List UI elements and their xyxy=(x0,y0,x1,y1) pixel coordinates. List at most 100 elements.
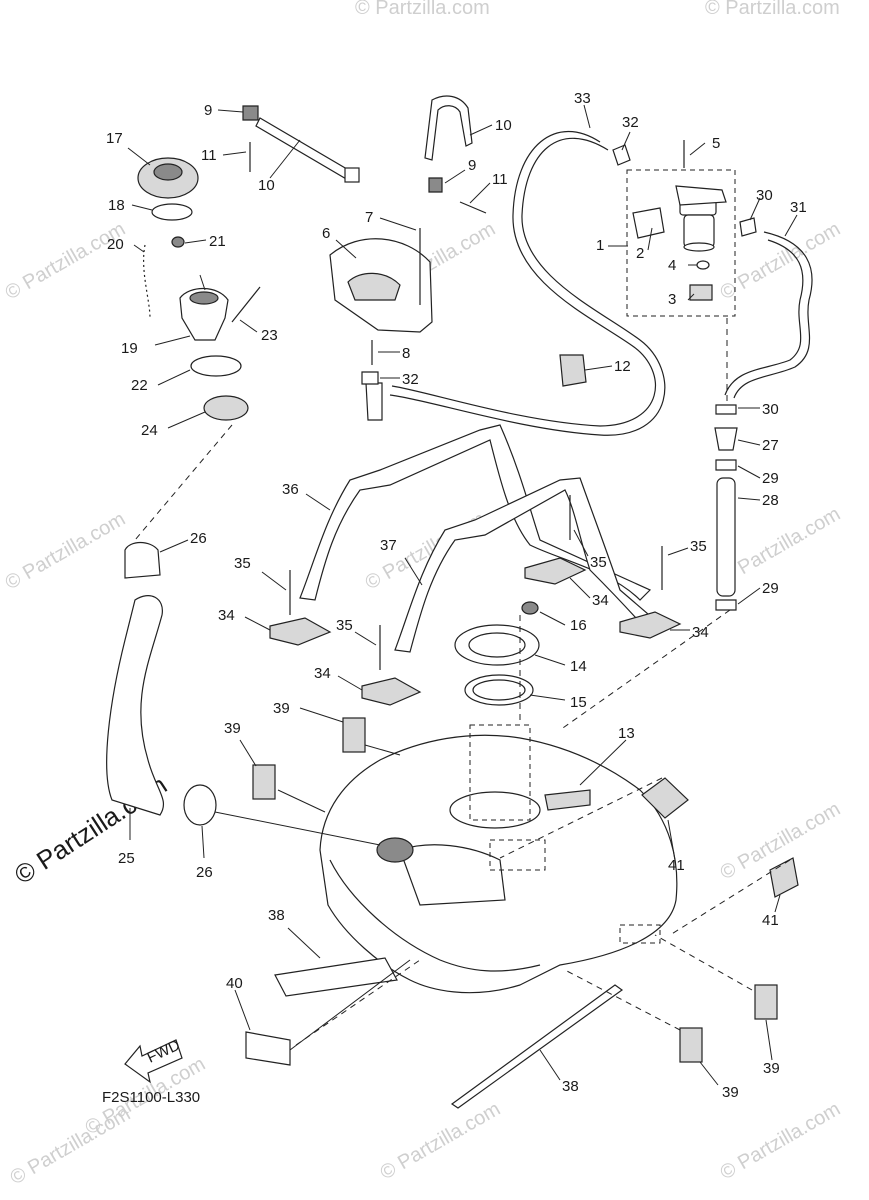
callout-41: 41 xyxy=(762,912,779,929)
callout-11: 11 xyxy=(492,171,508,188)
watermark: © Partzilla.com xyxy=(705,0,840,19)
tank-boss xyxy=(544,789,591,811)
callout-20: 20 xyxy=(107,236,124,253)
callout-34: 34 xyxy=(218,607,235,624)
callout-10: 10 xyxy=(495,117,512,134)
callout-14: 14 xyxy=(570,658,587,675)
o-ring-4-icon xyxy=(696,260,710,270)
cable-tie-10-upper-icon xyxy=(424,95,473,161)
filter-element-3-icon xyxy=(689,284,713,301)
callout-36: 36 xyxy=(282,481,299,498)
clip-9-icon xyxy=(242,105,259,121)
pad-41-hidden xyxy=(489,839,546,871)
gasket-18-icon xyxy=(151,203,193,221)
callout-15: 15 xyxy=(570,694,587,711)
callout-13: 13 xyxy=(618,725,635,742)
joint-27-icon xyxy=(714,427,738,451)
retainer-ring-14-inner xyxy=(468,632,526,658)
breather-23-icon xyxy=(231,286,261,323)
callout-9: 9 xyxy=(204,102,212,119)
bracket-2-icon xyxy=(632,207,665,239)
callout-35: 35 xyxy=(234,555,251,572)
callout-2: 2 xyxy=(636,245,644,262)
nut-24-icon xyxy=(203,395,249,421)
gasket-22-icon xyxy=(190,355,242,377)
pad-40-icon xyxy=(245,1031,291,1066)
callout-3: 3 xyxy=(668,291,676,308)
filter-assembly-box xyxy=(626,169,736,317)
callout-9: 9 xyxy=(468,157,476,174)
fuel-cap-center xyxy=(153,163,183,181)
watermark: © Partzilla.com xyxy=(355,0,490,19)
watermark: © Partzilla.com xyxy=(2,218,130,304)
fuel-hose-31 xyxy=(724,239,804,396)
leader-lines xyxy=(127,104,798,1086)
filler-neck-opening xyxy=(189,291,219,305)
pad-34-far-icon xyxy=(619,611,682,639)
fuel-hose-31-inner xyxy=(733,231,813,399)
callout-17: 17 xyxy=(106,130,123,147)
callout-34: 34 xyxy=(314,665,331,682)
chain-20-icon xyxy=(143,244,151,319)
callout-19: 19 xyxy=(121,340,138,357)
callout-6: 6 xyxy=(322,225,330,242)
pad-41-a-icon xyxy=(641,777,689,819)
pad-34-right-icon xyxy=(524,557,587,585)
watermark: © Partzilla.com xyxy=(717,218,845,304)
callout-5: 5 xyxy=(712,135,720,152)
fuel-filter-icon xyxy=(675,185,727,252)
watermark: © Partzilla.com xyxy=(717,503,845,589)
callout-39: 39 xyxy=(763,1060,780,1077)
callout-numbers: 9 11 10 17 18 20 21 19 23 22 24 7 6 8 32… xyxy=(106,90,807,1101)
pad-39-d-icon xyxy=(754,984,778,1020)
tank-filler-port xyxy=(376,837,414,863)
fuel-hose-33 xyxy=(389,137,666,436)
tank-pump-opening xyxy=(449,791,541,829)
callout-12: 12 xyxy=(614,358,631,375)
watermark: © Partzilla.com xyxy=(377,1098,505,1184)
callout-35: 35 xyxy=(690,538,707,555)
pad-39-a-icon xyxy=(342,717,366,753)
callout-30: 30 xyxy=(756,187,773,204)
pad-38-bottom-icon xyxy=(450,984,624,1109)
gasket-15-inner xyxy=(472,679,526,701)
fuel-hose-33-inner xyxy=(391,131,656,427)
watermark: © Partzilla.com xyxy=(717,1098,845,1184)
callout-41: 41 xyxy=(668,857,685,874)
callout-39: 39 xyxy=(722,1084,739,1101)
clamp-30-low-icon xyxy=(715,404,737,415)
pad-39-b-icon xyxy=(252,764,276,800)
callout-16: 16 xyxy=(570,617,587,634)
cover-6-recess xyxy=(347,272,401,301)
callout-7: 7 xyxy=(365,209,373,226)
callout-35: 35 xyxy=(336,617,353,634)
callout-31: 31 xyxy=(790,199,807,216)
callout-39: 39 xyxy=(224,720,241,737)
pad-39-c-icon xyxy=(679,1027,703,1063)
clamp-32-top-icon xyxy=(612,144,631,166)
callout-11: 11 xyxy=(201,147,217,164)
callout-32: 32 xyxy=(622,114,639,131)
fuel-pump-hidden xyxy=(469,724,531,821)
callout-25: 25 xyxy=(118,850,135,867)
callout-29: 29 xyxy=(762,580,779,597)
clamp-30-top-icon xyxy=(739,217,757,237)
callout-38: 38 xyxy=(562,1078,579,1095)
clamp-26-top-icon xyxy=(124,541,161,579)
callout-29: 29 xyxy=(762,470,779,487)
callout-1: 1 xyxy=(596,237,604,254)
pad-34-mid-icon xyxy=(361,677,422,706)
callout-34: 34 xyxy=(592,592,609,609)
callout-23: 23 xyxy=(261,327,278,344)
callout-18: 18 xyxy=(108,197,125,214)
cable-tie-10-icon xyxy=(255,117,353,181)
callout-30: 30 xyxy=(762,401,779,418)
clip-12-icon xyxy=(559,354,587,387)
strap-37-icon xyxy=(394,477,656,653)
callout-28: 28 xyxy=(762,492,779,509)
watermark: © Partzilla.com xyxy=(2,508,130,594)
clamp-29-low-icon xyxy=(715,599,737,611)
callout-38: 38 xyxy=(268,907,285,924)
rivet-11-upper-icon xyxy=(459,201,487,214)
